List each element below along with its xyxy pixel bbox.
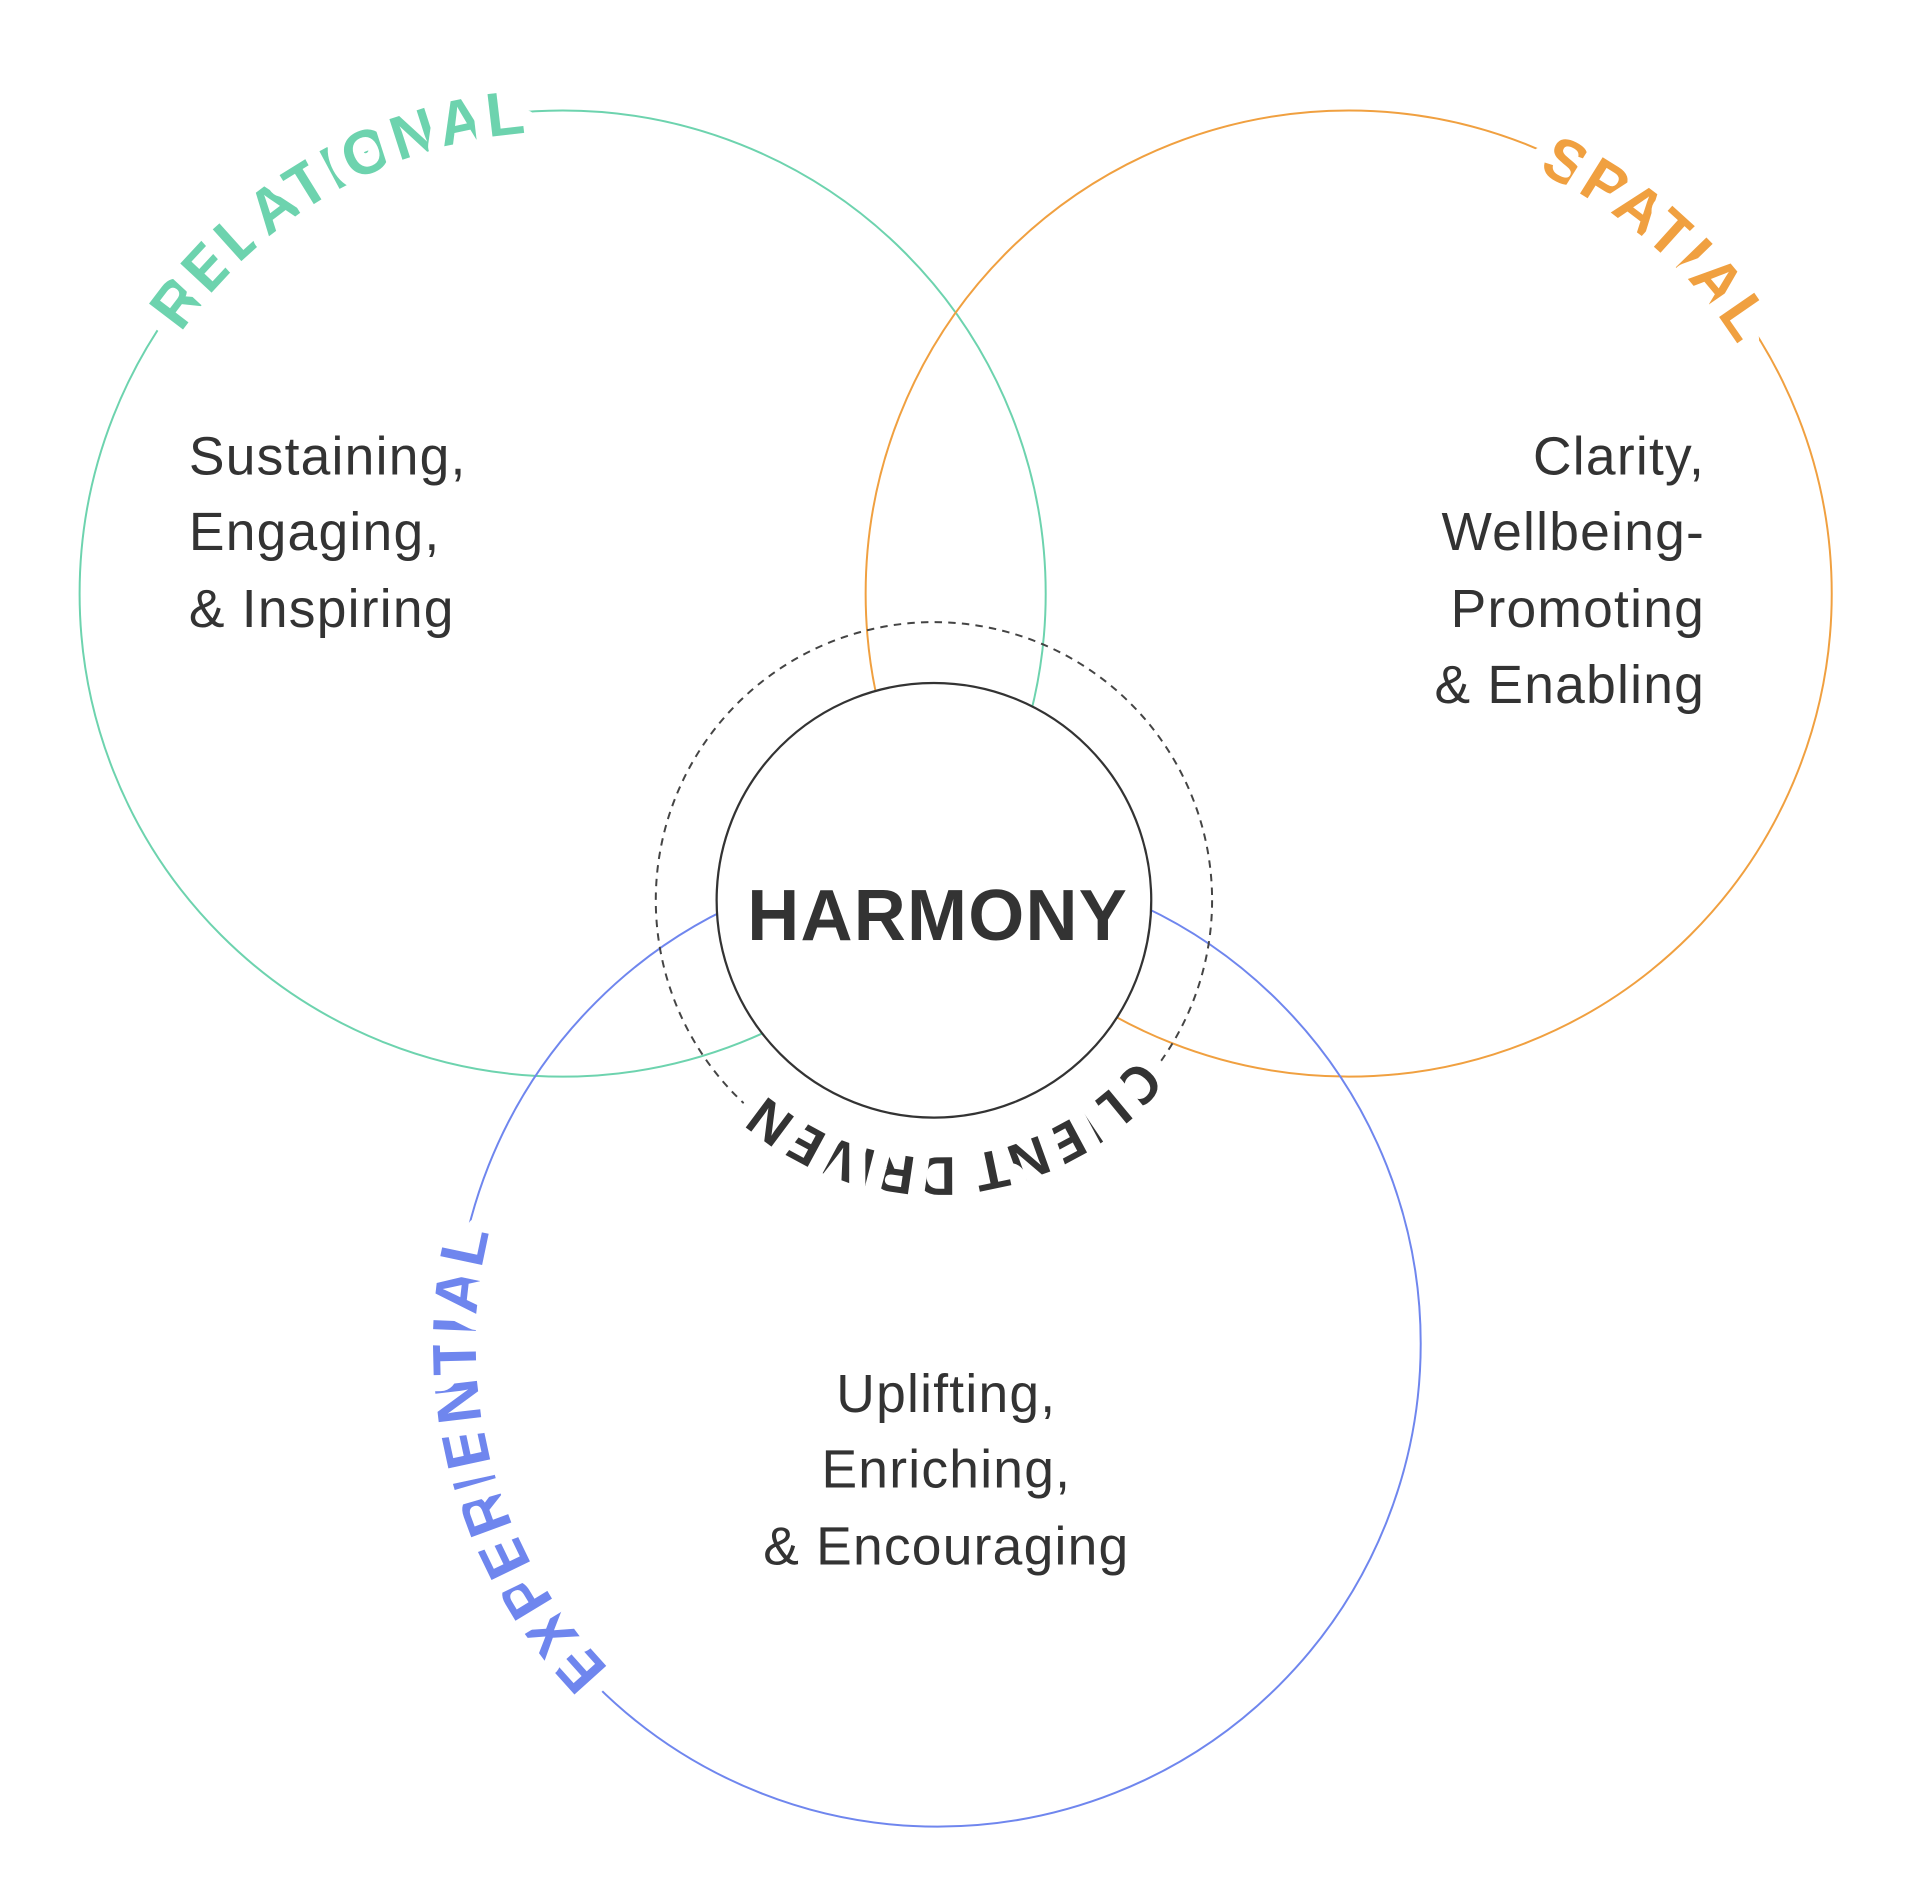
experiential-line: & Encouraging <box>763 1518 1129 1577</box>
spatial-description: Clarity, Wellbeing- Promoting & Enabling <box>1434 427 1705 715</box>
client-driven-ring <box>654 621 1214 1180</box>
experiential-line: Enriching, <box>821 1441 1071 1500</box>
relational-description: Sustaining, Engaging, & Inspiring <box>189 427 467 639</box>
relational-line: Sustaining, <box>189 427 467 486</box>
spatial-line: Promoting <box>1451 580 1705 639</box>
spatial-line: & Enabling <box>1434 656 1705 715</box>
spatial-line: Clarity, <box>1533 427 1705 486</box>
relational-circle <box>78 109 1047 1078</box>
relational-label: RELATIONAL <box>137 78 532 342</box>
harmony-title: HARMONY <box>747 876 1128 956</box>
harmony-circle <box>715 681 1153 1119</box>
experiential-description: Uplifting, Enriching, & Encouraging <box>763 1365 1129 1577</box>
spatial-circle <box>864 109 1833 1078</box>
experiential-label: EXPERIENTIAL <box>420 1217 619 1706</box>
spatial-line: Wellbeing- <box>1441 503 1705 562</box>
experiential-line: Uplifting, <box>836 1365 1056 1424</box>
relational-line: & Inspiring <box>189 580 455 639</box>
spatial-label: SPATIAL <box>1532 123 1786 356</box>
relational-line: Engaging, <box>189 503 441 562</box>
